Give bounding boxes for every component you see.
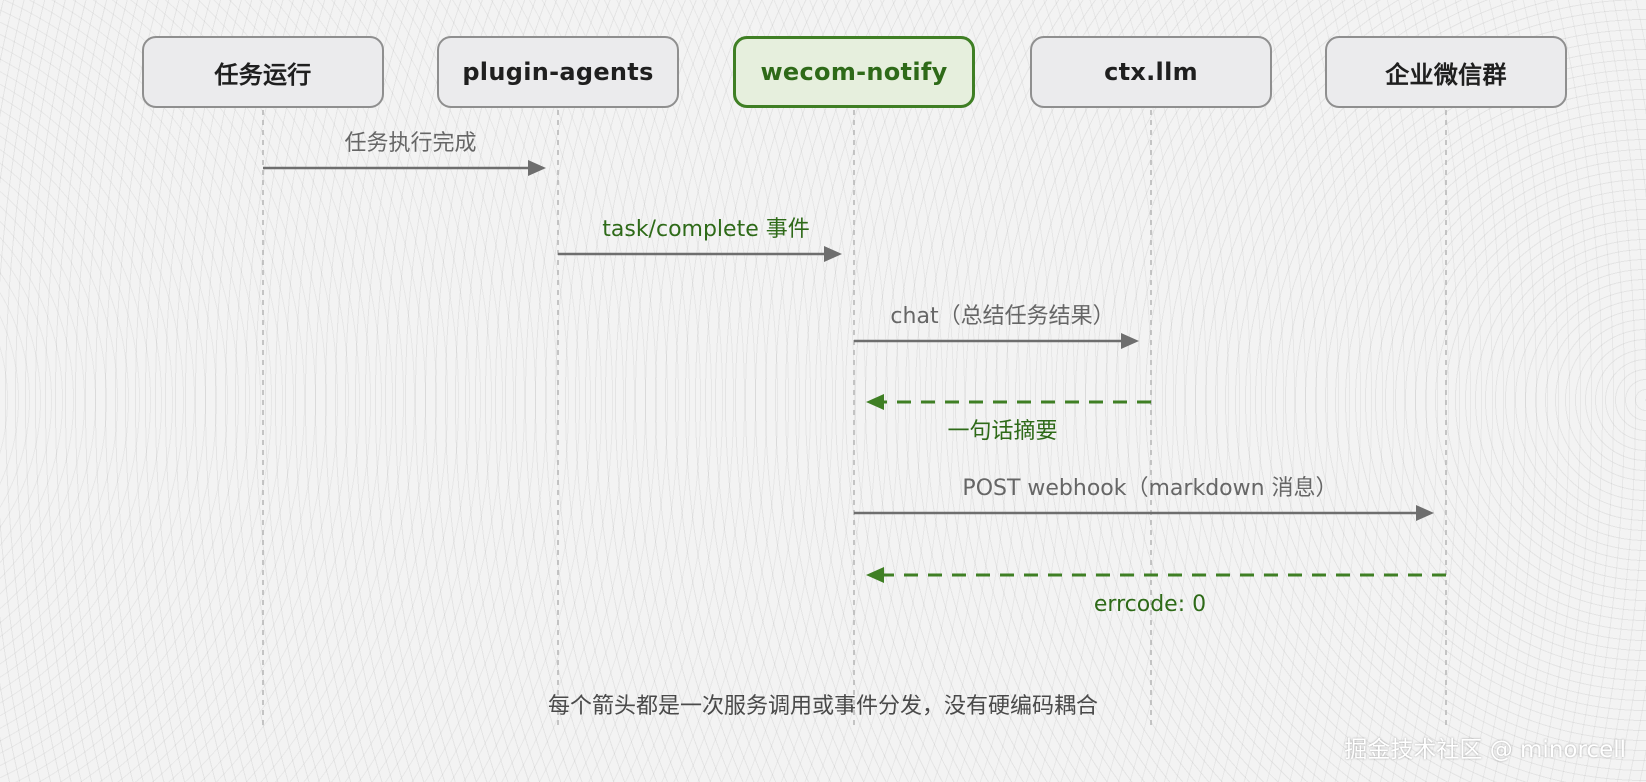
arrowhead-icon bbox=[824, 246, 842, 262]
arrowhead-icon bbox=[866, 394, 884, 410]
message-3-label: chat（总结任务结果） bbox=[890, 304, 1114, 329]
participant-wecom-notify: wecom-notify bbox=[733, 36, 975, 108]
message-1: 任务执行完成 bbox=[263, 131, 546, 176]
message-3: chat（总结任务结果） bbox=[854, 304, 1139, 349]
message-2: task/complete 事件 bbox=[558, 217, 842, 262]
message-4-label: 一句话摘要 bbox=[947, 419, 1057, 444]
participant-participant-5: 企业微信群 bbox=[1325, 36, 1567, 108]
message-5-label: POST webhook（markdown 消息） bbox=[962, 476, 1337, 501]
message-6-label: errcode: 0 bbox=[1094, 592, 1206, 617]
message-5: POST webhook（markdown 消息） bbox=[854, 476, 1434, 521]
watermark: 掘金技术社区 @ minorcell bbox=[1344, 737, 1626, 763]
participant-ctx-llm: ctx.llm bbox=[1030, 36, 1272, 108]
participant-participant-1: 任务运行 bbox=[142, 36, 384, 108]
arrowhead-icon bbox=[528, 160, 546, 176]
message-2-label: task/complete 事件 bbox=[602, 217, 809, 242]
footer-note: 每个箭头都是一次服务调用或事件分发，没有硬编码耦合 bbox=[547, 694, 1098, 719]
message-1-label: 任务执行完成 bbox=[344, 131, 476, 156]
message-4: 一句话摘要 bbox=[866, 394, 1151, 444]
arrowhead-icon bbox=[866, 567, 884, 583]
participant-plugin-agents: plugin-agents bbox=[437, 36, 679, 108]
message-6: errcode: 0 bbox=[866, 567, 1446, 617]
arrowhead-icon bbox=[1416, 505, 1434, 521]
arrowhead-icon bbox=[1121, 333, 1139, 349]
